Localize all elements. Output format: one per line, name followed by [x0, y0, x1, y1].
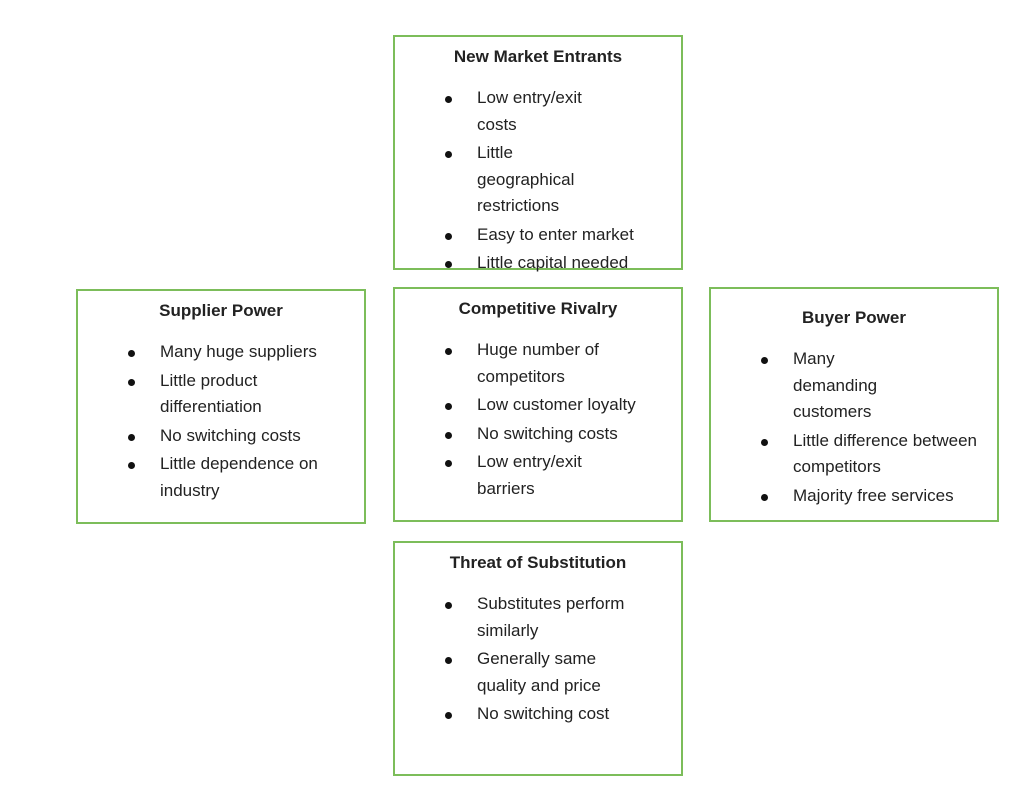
list-item: Low customer loyalty: [395, 392, 667, 419]
bullet-icon: [128, 462, 135, 469]
new-market-entrants-title: New Market Entrants: [453, 47, 623, 66]
list-item: Little dependence on industry: [78, 451, 345, 504]
bullet-icon: [445, 96, 452, 103]
list-item: No switching costs: [395, 421, 667, 448]
bullet-icon: [761, 438, 768, 446]
bullet-icon: [445, 151, 452, 158]
bullet-icon: [445, 657, 452, 664]
list-item: Low entry/exit costs: [395, 85, 615, 138]
new-market-entrants-list: Low entry/exit costs Little geographical…: [395, 85, 681, 277]
competitive-rivalry-box: Competitive Rivalry Huge number of compe…: [393, 287, 683, 522]
list-item: Little capital needed: [395, 250, 657, 277]
buyer-power-list: Many demanding customers Little differen…: [711, 346, 997, 509]
list-item: No switching costs: [78, 423, 350, 450]
list-item: Huge number of competitors: [395, 337, 627, 390]
buyer-power-title: Buyer Power: [802, 308, 906, 327]
competitive-rivalry-list: Huge number of competitors Low customer …: [395, 337, 681, 502]
bullet-icon: [445, 431, 452, 439]
list-item: Easy to enter market: [395, 222, 657, 249]
threat-of-substitution-box: Threat of Substitution Substitutes perfo…: [393, 541, 683, 776]
list-item: Substitutes perform similarly: [395, 591, 652, 644]
bullet-icon: [128, 433, 135, 441]
buyer-power-box: Buyer Power Many demanding customers Lit…: [709, 287, 999, 522]
bullet-icon: [445, 602, 452, 609]
list-item: Little product differentiation: [78, 368, 290, 421]
list-item: Many demanding customers: [711, 346, 923, 426]
bullet-icon: [445, 232, 452, 240]
supplier-power-list: Many huge suppliers Little product diffe…: [78, 339, 364, 504]
threat-of-substitution-list: Substitutes perform similarly Generally …: [395, 591, 681, 728]
bullet-icon: [445, 712, 452, 719]
bullet-icon: [445, 403, 452, 410]
list-item: Little geographical restrictions: [395, 140, 577, 220]
list-item: Majority free services: [711, 483, 983, 510]
bullet-icon: [445, 348, 452, 355]
list-item: No switching cost: [395, 701, 657, 728]
bullet-icon: [761, 493, 768, 501]
list-item: Many huge suppliers: [78, 339, 350, 366]
bullet-icon: [128, 378, 135, 386]
list-item: Little difference between competitors: [711, 428, 983, 481]
supplier-power-title: Supplier Power: [159, 301, 283, 320]
bullet-icon: [445, 261, 452, 268]
bullet-icon: [445, 460, 452, 467]
bullet-icon: [761, 357, 768, 364]
bullet-icon: [128, 350, 135, 357]
new-market-entrants-box: New Market Entrants Low entry/exit costs…: [393, 35, 683, 272]
threat-of-substitution-title: Threat of Substitution: [449, 553, 627, 572]
list-item: Generally same quality and price: [395, 646, 627, 699]
list-item: Low entry/exit barriers: [395, 449, 607, 502]
competitive-rivalry-title: Competitive Rivalry: [458, 299, 618, 318]
supplier-power-box: Supplier Power Many huge suppliers Littl…: [76, 289, 366, 524]
